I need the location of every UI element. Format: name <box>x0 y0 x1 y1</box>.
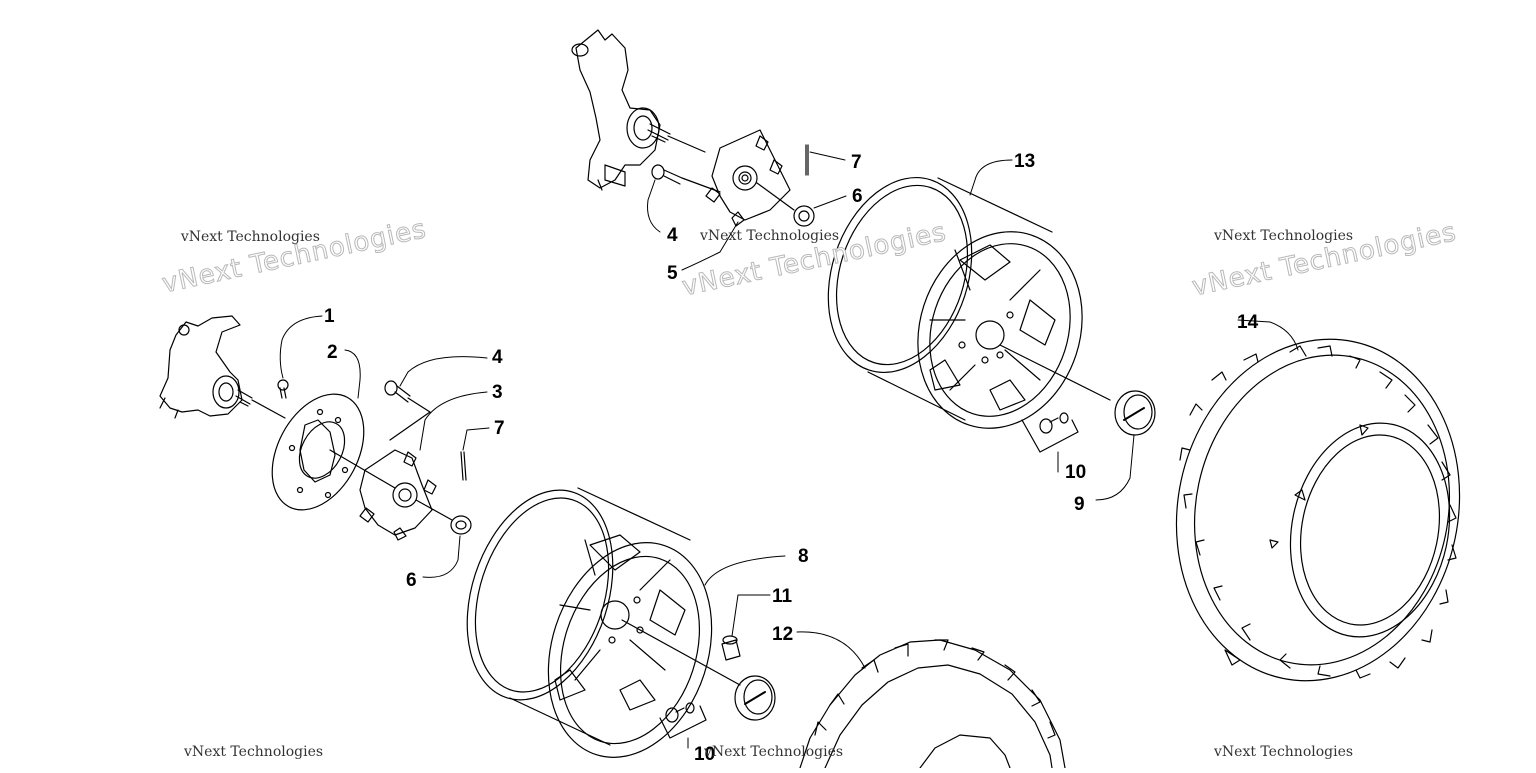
callout-5: 5 <box>667 263 678 284</box>
callout-6-upper: 6 <box>852 186 863 207</box>
tire-12 <box>799 639 1066 769</box>
callout-14: 14 <box>1237 312 1259 333</box>
upper-center-cap-9 <box>1114 390 1156 436</box>
upper-cotter-pin-7 <box>805 144 809 176</box>
upper-hub <box>705 129 791 227</box>
callout-7-left: 7 <box>494 418 505 439</box>
leader-lines <box>279 151 1299 749</box>
callout-4-left: 4 <box>492 347 503 368</box>
upper-castle-nut-6 <box>756 182 815 227</box>
left-wheel-stud-4 <box>384 380 431 441</box>
upper-valve-stem-10 <box>1021 412 1079 453</box>
left-hub-3 <box>329 449 437 541</box>
rotor-bolt-1 <box>277 379 289 399</box>
callout-9: 9 <box>1074 494 1085 515</box>
callout-7-upper: 7 <box>851 152 862 173</box>
brake-rotor-2 <box>271 393 365 511</box>
callout-3: 3 <box>492 382 503 403</box>
callout-11: 11 <box>772 586 793 607</box>
callout-10-upper: 10 <box>1065 462 1086 483</box>
callout-6-left: 6 <box>406 570 417 591</box>
lower-center-cap <box>734 675 776 721</box>
upper-steering-knuckle <box>571 29 661 191</box>
callout-numbers: 1 2 3 4 7 6 7 6 4 5 13 14 10 9 8 11 12 1… <box>324 151 1259 765</box>
callout-2: 2 <box>327 342 338 363</box>
left-cotter-pin-7 <box>460 451 467 481</box>
callout-10-lower: 10 <box>694 744 715 765</box>
callout-1: 1 <box>324 306 335 327</box>
tire-14 <box>1175 338 1461 682</box>
lower-wheel-rim-8 <box>466 487 741 758</box>
left-steering-knuckle <box>159 315 243 419</box>
left-castle-nut-6 <box>415 499 472 535</box>
lower-valve-stem-10 <box>659 702 707 739</box>
upper-wheel-stud-4 <box>651 164 721 193</box>
callout-12: 12 <box>772 624 793 645</box>
callout-8: 8 <box>798 546 809 567</box>
upper-spindle <box>647 123 706 153</box>
callout-4-upper: 4 <box>667 225 678 246</box>
callout-13: 13 <box>1014 151 1035 172</box>
upper-wheel-rim-13 <box>827 177 1111 429</box>
lug-nut-11 <box>721 635 741 661</box>
left-spindle <box>235 389 286 419</box>
